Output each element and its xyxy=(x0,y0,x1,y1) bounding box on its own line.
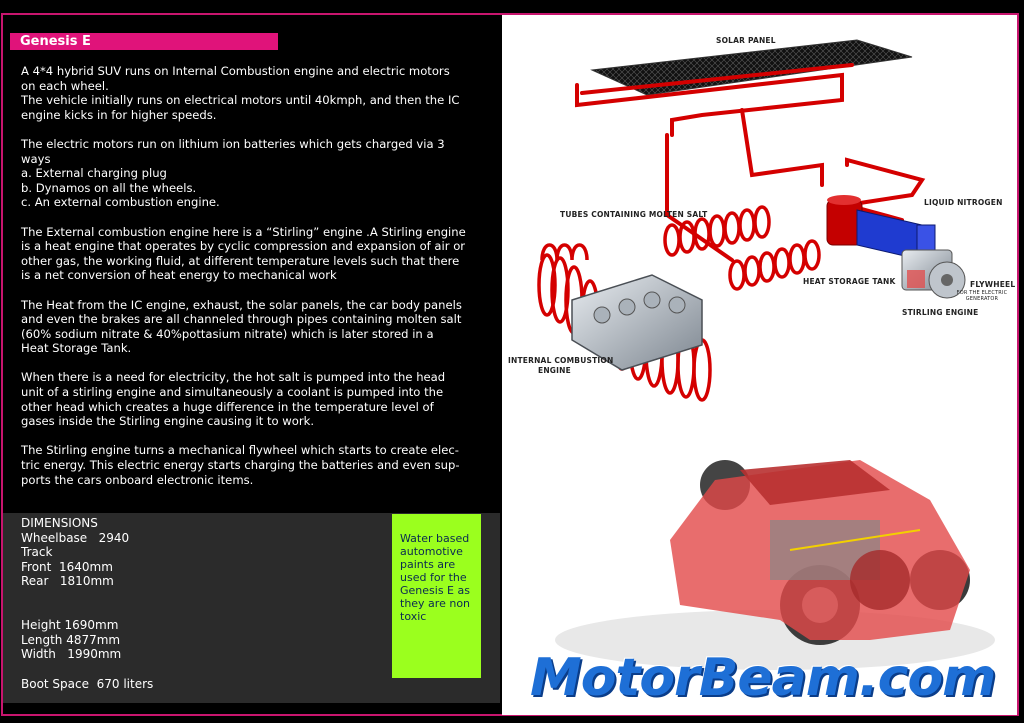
text-panel xyxy=(3,15,500,512)
label-flywheel: FLYWHEEL xyxy=(970,280,1016,289)
label-solar-panel: SOLAR PANEL xyxy=(716,36,776,45)
label-flywheel-sub: FOR THE ELECTRIC GENERATOR xyxy=(956,290,1008,302)
label-stirling: STIRLING ENGINE xyxy=(902,308,979,317)
text-line: engine kicks in for higher speeds. xyxy=(21,107,217,122)
text-line: The External combustion engine here is a… xyxy=(21,224,466,239)
label-ic-engine-1: INTERNAL COMBUSTION xyxy=(508,356,614,365)
text-line: b. Dynamos on all the wheels. xyxy=(21,180,197,195)
text-line: When there is a need for electricity, th… xyxy=(21,370,446,385)
dimension-line xyxy=(21,662,153,677)
dimension-line: Height 1690mm xyxy=(21,618,119,633)
text-line: ways xyxy=(21,151,51,166)
car-illustration xyxy=(555,460,995,670)
text-line: The electric motors run on lithium ion b… xyxy=(21,136,445,151)
text-line: Heat Storage Tank. xyxy=(21,341,132,356)
text-line: c. An external combustion engine. xyxy=(21,195,220,210)
paragraph: The External combustion engine here is a… xyxy=(21,225,491,283)
motorbeam-logo: MotorBeam.com xyxy=(530,648,996,708)
text-line: The Stirling engine turns a mechanical f… xyxy=(21,443,459,458)
text-line: is a heat engine that operates by cyclic… xyxy=(21,239,466,254)
system-diagram xyxy=(537,39,966,402)
paragraph: The Stirling engine turns a mechanical f… xyxy=(21,443,491,487)
text-line: The Heat from the IC engine, exhaust, th… xyxy=(21,297,462,312)
heat-storage-tank xyxy=(826,195,863,246)
label-heat-storage: HEAT STORAGE TANK xyxy=(803,277,896,286)
text-line: and even the brakes are all channeled th… xyxy=(21,312,462,327)
description-text: A 4*4 hybrid SUV runs on Internal Combus… xyxy=(21,64,491,502)
text-line: on each wheel. xyxy=(21,78,109,93)
paragraph: When there is a need for electricity, th… xyxy=(21,370,491,428)
text-line: unit of a stirling engine and simultaneo… xyxy=(21,385,444,400)
label-ic-engine-2: ENGINE xyxy=(538,366,571,375)
note-box xyxy=(392,514,481,678)
dimension-line xyxy=(21,589,153,604)
page-title: Genesis E xyxy=(10,33,278,50)
paragraph: The Heat from the IC engine, exhaust, th… xyxy=(21,298,491,356)
dimension-line: DIMENSIONS xyxy=(21,516,98,530)
ic-engine xyxy=(571,274,703,371)
dimension-line: Boot Space 670 liters xyxy=(21,676,154,691)
label-tubes: TUBES CONTAINING MOLTEN SALT xyxy=(560,210,708,219)
paint-note: Water based automotive paints are used f… xyxy=(400,532,471,623)
text-line: other gas, the working fluid, at differe… xyxy=(21,253,460,268)
paragraph: The electric motors run on lithium ion b… xyxy=(21,137,491,210)
dimension-line: Rear 1810mm xyxy=(21,574,114,589)
dimension-line: Length 4877mm xyxy=(21,632,121,647)
text-line: is a net conversion of heat energy to me… xyxy=(21,268,337,283)
text-line: (60% sodium nitrate & 40%pottasium nitra… xyxy=(21,326,434,341)
text-line: a. External charging plug xyxy=(21,166,167,181)
paragraph: A 4*4 hybrid SUV runs on Internal Combus… xyxy=(21,64,491,122)
label-liquid-nitrogen: LIQUID NITROGEN xyxy=(924,198,1003,207)
dimension-line: Front 1640mm xyxy=(21,559,113,574)
dimension-line: Wheelbase 2940 xyxy=(21,530,130,545)
text-line: other head which creates a huge differen… xyxy=(21,399,434,414)
text-line: The vehicle initially runs on electrical… xyxy=(21,93,460,108)
stirling-engine xyxy=(901,249,966,299)
text-line: ports the cars onboard electronic items. xyxy=(21,472,254,487)
text-line: A 4*4 hybrid SUV runs on Internal Combus… xyxy=(21,64,450,78)
dimension-line: Width 1990mm xyxy=(21,647,122,662)
dimension-line xyxy=(21,604,153,619)
text-line: tric energy. This electric energy starts… xyxy=(21,458,460,473)
dimension-line: Track xyxy=(21,545,53,560)
text-line: gases inside the Stirling engine causing… xyxy=(21,414,315,429)
